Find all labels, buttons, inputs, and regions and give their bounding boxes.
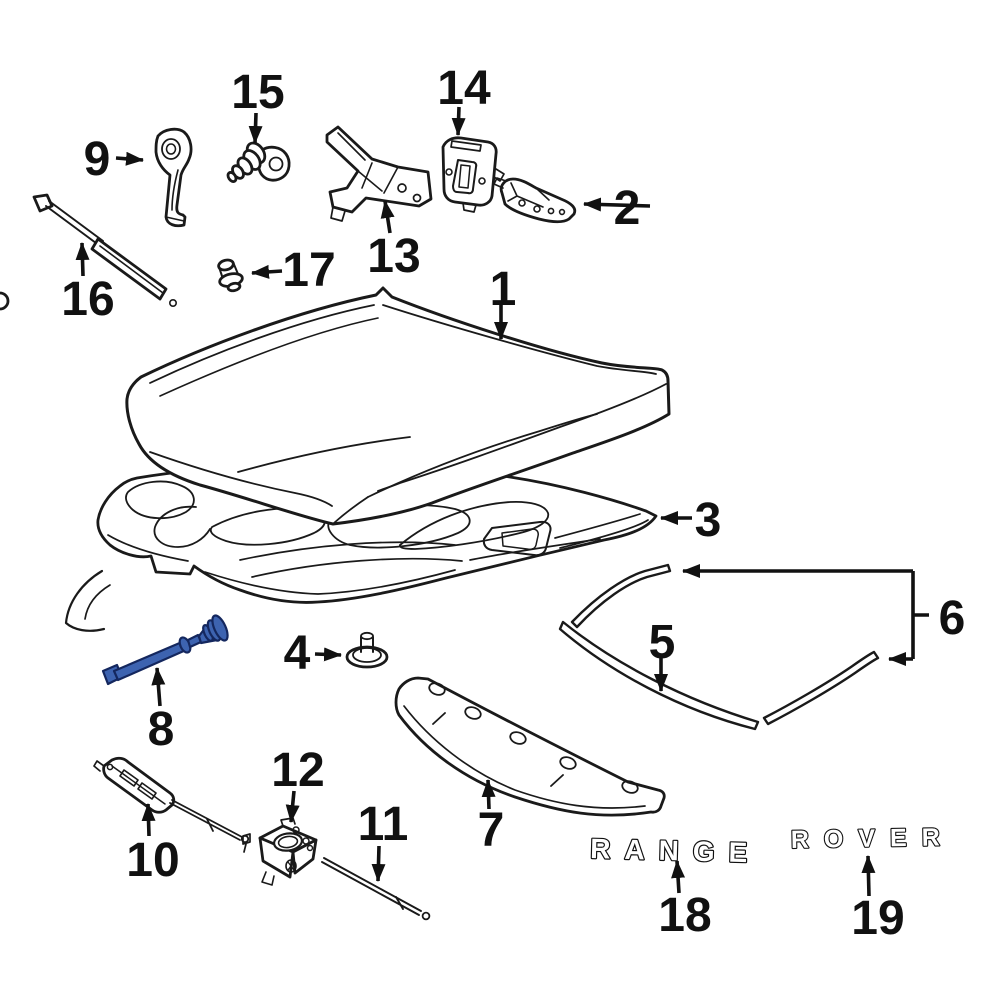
- callout-9: 9: [84, 133, 111, 186]
- hood-latch: [242, 817, 318, 886]
- callout-11-arrow: [371, 845, 386, 882]
- callout-4: 4: [284, 627, 311, 680]
- callout-18: 18: [658, 889, 711, 942]
- callout-19: 19: [851, 892, 904, 945]
- grommet: [345, 631, 389, 669]
- weatherstrip-left: [570, 563, 672, 629]
- gas-strut: [0, 193, 178, 311]
- release-handle: [93, 756, 250, 844]
- emblem-range: RANGE: [590, 833, 762, 868]
- callout-7-arrow: [481, 779, 496, 810]
- callout-3: 3: [695, 494, 722, 547]
- callout-18-arrow: [671, 860, 686, 894]
- callout-16: 16: [61, 273, 114, 326]
- callout-2-arrow: [583, 197, 651, 212]
- weatherstrip-center: [558, 620, 760, 731]
- callout-12: 12: [271, 744, 324, 797]
- release-cable-rear: [321, 857, 431, 921]
- callout-1: 1: [490, 263, 517, 316]
- callout-labels: 1 2 3 4 5 6 7 8 9 10 11 12 13 14 15 16 1…: [61, 62, 965, 945]
- hinge-bracket-right: [493, 177, 577, 224]
- prop-rod-highlighted: [101, 614, 229, 686]
- callout-5: 5: [649, 616, 676, 669]
- callout-12-arrow: [285, 790, 300, 823]
- stud-clip: [217, 258, 244, 293]
- hinge-bracket-left: [154, 127, 193, 228]
- callout-11: 11: [358, 798, 409, 851]
- callout-14-arrow: [451, 106, 466, 136]
- callout-10: 10: [126, 834, 179, 887]
- callout-arrows: [75, 106, 929, 897]
- weatherstrip-right: [762, 650, 880, 726]
- callout-6-bracket: [911, 571, 929, 659]
- callout-19-arrow: [861, 855, 876, 897]
- emblem-rover: ROVER: [791, 823, 955, 854]
- hood-panel: [125, 286, 671, 526]
- buffer-clip: [226, 141, 291, 183]
- callout-7: 7: [478, 804, 505, 857]
- callout-15: 15: [231, 66, 284, 119]
- front-panel: [394, 676, 666, 817]
- emblems: RANGE ROVER: [589, 822, 956, 870]
- callout-6: 6: [939, 592, 966, 645]
- callout-15-arrow: [248, 112, 263, 144]
- callout-17-arrow: [251, 264, 283, 279]
- mounting-plate: [441, 136, 505, 213]
- callout-16-arrow: [75, 242, 90, 277]
- callout-13-arrow: [380, 200, 395, 234]
- callout-13: 13: [367, 230, 420, 283]
- callout-14: 14: [437, 62, 491, 115]
- callout-8-arrow: [151, 667, 166, 707]
- callout-17: 17: [282, 244, 335, 297]
- callout-4-arrow: [314, 647, 342, 662]
- callout-8: 8: [148, 703, 175, 756]
- callout-9-arrow: [115, 151, 144, 166]
- latch-support-bracket: [325, 125, 433, 222]
- callout-2: 2: [614, 182, 641, 235]
- callout-10-arrow: [141, 803, 156, 837]
